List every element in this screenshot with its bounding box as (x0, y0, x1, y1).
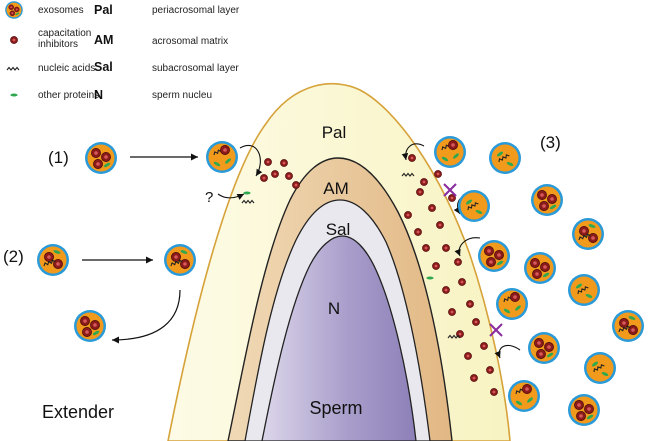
legend-label-nucleic: nucleic acids (38, 63, 95, 74)
protein-icon (10, 93, 18, 97)
exosome-icon (5, 1, 23, 19)
abbr-am: AM (94, 33, 113, 47)
arrow (217, 193, 245, 200)
pathway-1 (85, 141, 301, 204)
exosome (74, 310, 106, 342)
blocked-cross-icon (443, 183, 457, 197)
label-sal: Sal (326, 220, 351, 239)
exosome (531, 184, 563, 216)
exosome (458, 190, 490, 222)
exosome (478, 240, 510, 272)
arrow (111, 289, 181, 344)
exosome (572, 218, 604, 250)
exosome (164, 244, 196, 276)
abbr-am-meaning: acrosomal matrix (152, 36, 228, 47)
question-mark: ? (205, 189, 213, 206)
abbr-sal-meaning: subacrosomal layer (152, 63, 239, 74)
exosome (584, 352, 616, 384)
label-pal: Pal (322, 123, 347, 142)
exosome (508, 380, 540, 412)
arrow (454, 237, 481, 257)
exosome (434, 136, 466, 168)
arrow (401, 143, 425, 161)
nucleus (261, 235, 417, 441)
abbr-pal: Pal (94, 3, 113, 17)
legend: exosomes capacitation inhibitors nucleic… (5, 1, 240, 102)
label-extender: Extender (42, 402, 114, 422)
exosome (489, 142, 521, 174)
exosome (37, 244, 69, 276)
exosome (612, 310, 644, 342)
label-n: N (328, 299, 340, 318)
arrow (239, 145, 263, 177)
exosome (496, 288, 528, 320)
legend-label-proteins: other proteins (38, 90, 99, 101)
exosome (524, 252, 556, 284)
legend-label-inhibitors-1: capacitation (38, 28, 91, 39)
exosome (85, 142, 117, 174)
nucleic-acid-icon (6, 66, 20, 71)
abbr-n-meaning: sperm nucleu (152, 90, 212, 101)
abbr-sal: Sal (94, 60, 113, 74)
exosome (568, 394, 600, 426)
blocked-cross-icon (489, 323, 503, 337)
arrow (494, 344, 521, 359)
abbr-n: N (94, 88, 103, 102)
exosome (528, 332, 560, 364)
legend-label-exosomes: exosomes (38, 5, 84, 16)
step-3-label: (3) (540, 133, 561, 152)
pathway-2 (37, 244, 196, 344)
label-am: AM (323, 179, 349, 198)
label-sperm: Sperm (309, 398, 362, 418)
sperm-head (167, 82, 511, 441)
legend-label-inhibitors-2: inhibitors (38, 39, 78, 50)
exosome (206, 141, 238, 173)
step-2-label: (2) (3, 247, 24, 266)
step-1-label: (1) (48, 148, 69, 167)
abbr-pal-meaning: periacrosomal layer (152, 5, 240, 16)
exosome (568, 274, 600, 306)
inhibitor-icon (9, 35, 19, 45)
